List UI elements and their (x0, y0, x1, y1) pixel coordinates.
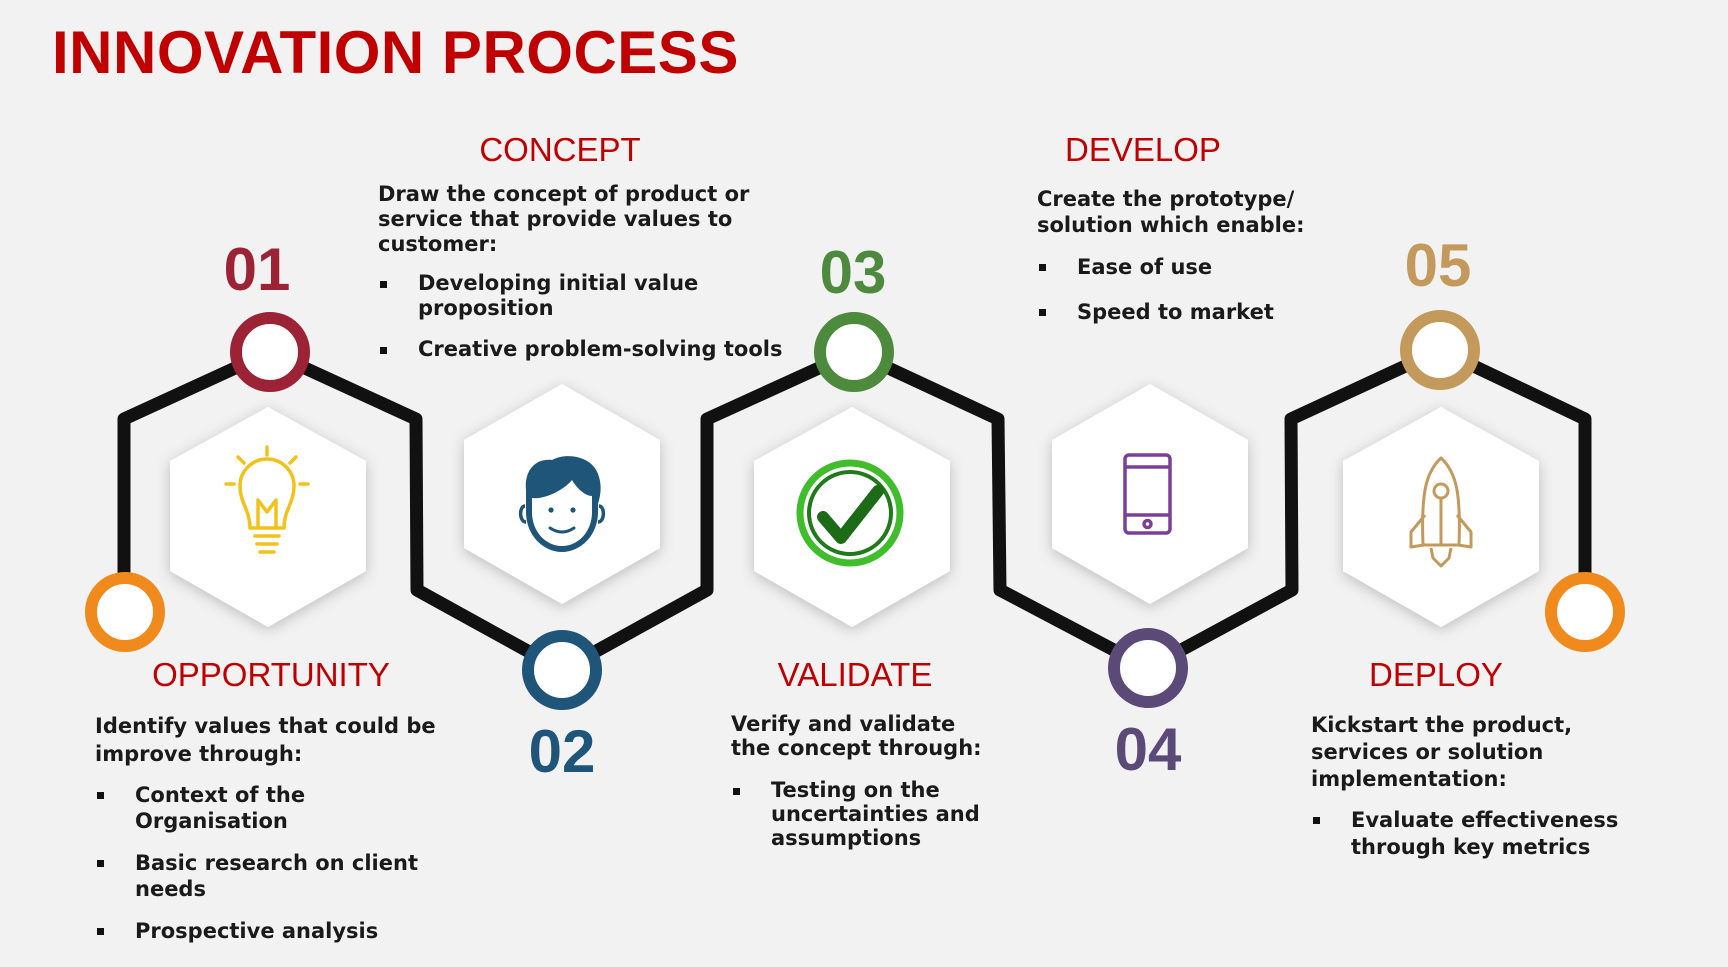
hexagon-develop (1052, 384, 1248, 604)
list-item: Creative problem-solving tools (378, 337, 788, 362)
step-number-01: 01 (223, 236, 291, 303)
node-circle-05 (1400, 310, 1480, 390)
rocket-icon (1409, 456, 1473, 568)
step-intro: Verify and validate the concept through: (731, 712, 982, 760)
bullet-list: Ease of use Speed to market (1037, 254, 1327, 325)
step-text-develop: Create the prototype/ solution which ena… (1037, 186, 1327, 343)
hexagon-opportunity (170, 407, 366, 627)
step-intro: Identify values that could be improve th… (95, 714, 436, 766)
lightbulb-icon (224, 445, 310, 554)
checkmark-icon (796, 459, 904, 567)
end-node-circle (1545, 572, 1625, 652)
list-item: Speed to market (1037, 299, 1327, 325)
smartphone-icon (1123, 453, 1172, 535)
person-face-icon (518, 456, 606, 552)
step-heading-validate: VALIDATE (777, 656, 933, 693)
step-intro: Kickstart the product, services or solut… (1311, 713, 1573, 791)
step-number-04: 04 (1114, 716, 1182, 783)
node-circle-03 (814, 312, 894, 392)
list-item: Prospective analysis (95, 918, 445, 944)
page-title: INNOVATION PROCESS (52, 19, 739, 86)
bullet-list: Evaluate effectiveness through key metri… (1311, 807, 1631, 861)
step-number-05: 05 (1404, 232, 1472, 299)
node-circle-04 (1108, 628, 1188, 708)
step-heading-opportunity: OPPORTUNITY (152, 656, 390, 693)
step-text-deploy: Kickstart the product, services or solut… (1311, 712, 1631, 879)
bullet-list: Developing initial value proposition Cre… (378, 271, 788, 362)
step-text-concept: Draw the concept of product or service t… (378, 182, 788, 380)
list-item: Ease of use (1037, 254, 1327, 280)
step-heading-concept: CONCEPT (479, 131, 641, 168)
list-item: Developing initial value proposition (378, 271, 788, 321)
list-item: Evaluate effectiveness through key metri… (1311, 807, 1631, 861)
bullet-list: Testing on the uncertainties and assumpt… (731, 778, 1001, 850)
step-number-03: 03 (819, 239, 887, 306)
step-intro: Create the prototype/ solution which ena… (1037, 187, 1305, 237)
start-node-circle (85, 572, 165, 652)
step-heading-develop: DEVELOP (1065, 131, 1221, 168)
step-intro: Draw the concept of product or service t… (378, 182, 750, 256)
list-item: Testing on the uncertainties and assumpt… (731, 778, 1001, 850)
list-item: Basic research on client needs (95, 850, 445, 902)
step-text-opportunity: Identify values that could be improve th… (95, 712, 445, 962)
step-text-validate: Verify and validate the concept through:… (731, 712, 1001, 868)
bullet-list: Context of the Organisation Basic resear… (95, 782, 445, 944)
list-item: Context of the Organisation (95, 782, 445, 834)
node-circle-02 (522, 630, 602, 710)
step-heading-deploy: DEPLOY (1369, 656, 1503, 693)
node-circle-01 (230, 312, 310, 392)
step-number-02: 02 (528, 718, 596, 785)
